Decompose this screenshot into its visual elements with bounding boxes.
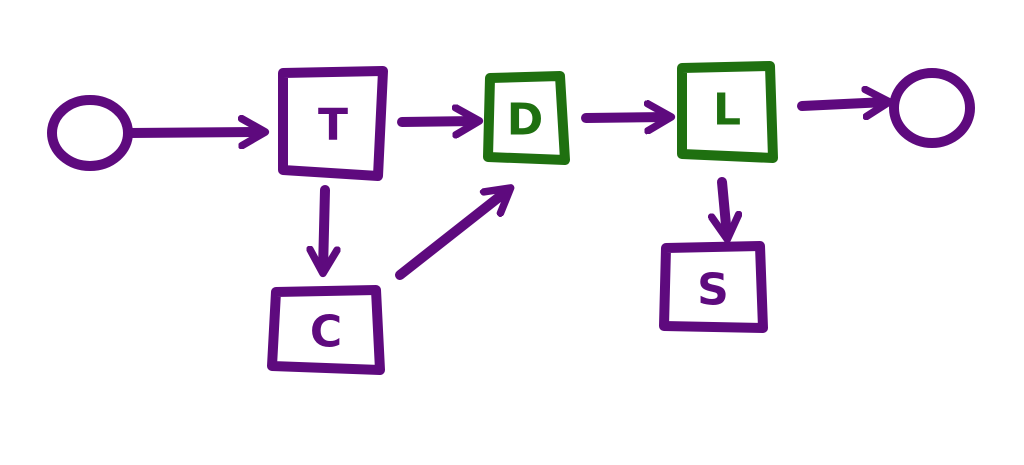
node-C-label: C [310,307,342,358]
end-node [889,68,975,148]
edge-D-L [581,117,668,118]
node-C: C [267,285,385,375]
node-L-label: L [713,85,741,136]
node-D: D [483,71,570,165]
node-S: S [659,241,768,333]
node-S-label: S [697,265,729,316]
node-D-label: D [507,95,544,146]
node-L: L [677,61,778,163]
edge-T-D [397,121,476,122]
edge-start-T [125,132,262,133]
edge-C-D [395,190,508,280]
start-node [47,95,133,171]
edge-L-S [722,177,727,236]
node-T-label: T [318,100,348,151]
edge-T-C [323,185,325,270]
edge-L-end [797,102,886,106]
node-T: T [278,66,388,181]
